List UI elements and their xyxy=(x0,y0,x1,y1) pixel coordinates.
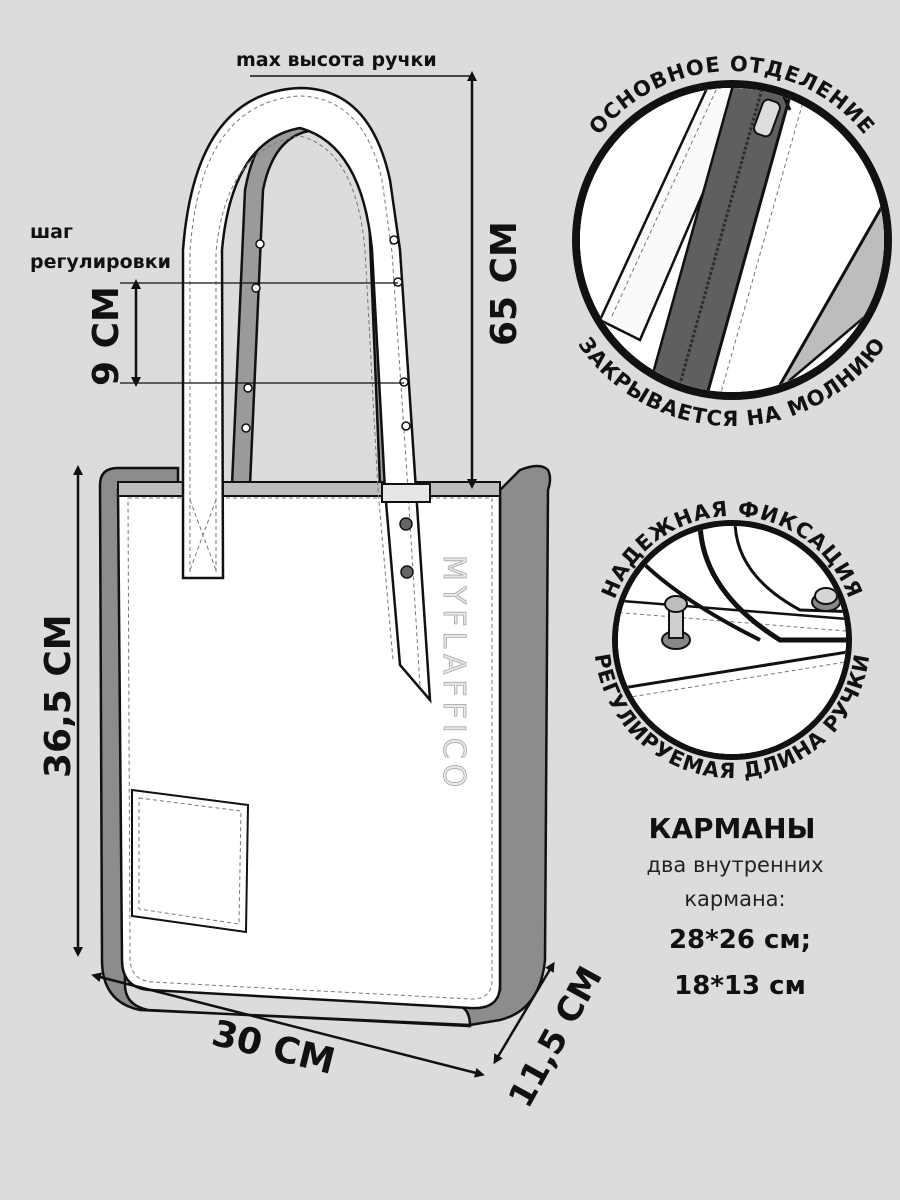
max-handle-height-label: max высота ручки xyxy=(236,49,437,71)
strap-keeper xyxy=(381,483,431,503)
pockets-title: КАРМАНЫ xyxy=(648,812,815,845)
rivet-icon xyxy=(811,587,841,612)
dimension-lines xyxy=(73,71,555,1078)
adjust-step-label-line1: шаг xyxy=(30,221,73,243)
pockets-line2: кармана: xyxy=(684,887,785,911)
pocket-size-2: 18*13 см xyxy=(674,971,806,1001)
fixation-callout: НАДЕЖНАЯ ФИКСАЦИЯ РЕГУЛИРУЕМАЯ ДЛИНА РУЧ… xyxy=(590,497,874,783)
pocket-size-1: 28*26 см; xyxy=(669,925,811,955)
tote-bag: MYFLAFFICO xyxy=(98,86,552,1028)
rivet-icon xyxy=(661,595,691,650)
adjust-step-value: 9 СМ xyxy=(86,286,127,386)
front-handle xyxy=(181,86,432,704)
handle-height-value: 65 СМ xyxy=(484,221,525,346)
bag-height-value: 36,5 СМ xyxy=(38,614,79,778)
zipper-callout: ОСНОВНОЕ ОТДЕЛЕНИЕ ЗАКРЫВАЕТСЯ НА МОЛНИЮ xyxy=(572,52,892,431)
pockets-line1: два внутренних xyxy=(647,853,824,877)
bag-width-value: 30 СМ xyxy=(208,1013,339,1083)
pockets-info: КАРМАНЫ два внутренних кармана: 28*26 см… xyxy=(647,812,824,1001)
strap-holes xyxy=(241,235,411,433)
inner-pocket xyxy=(131,788,250,934)
rivet-icon xyxy=(400,565,414,579)
brand-watermark: MYFLAFFICO xyxy=(436,555,471,792)
rivet-icon xyxy=(399,517,413,531)
adjust-step-label-line2: регулировки xyxy=(30,251,171,273)
